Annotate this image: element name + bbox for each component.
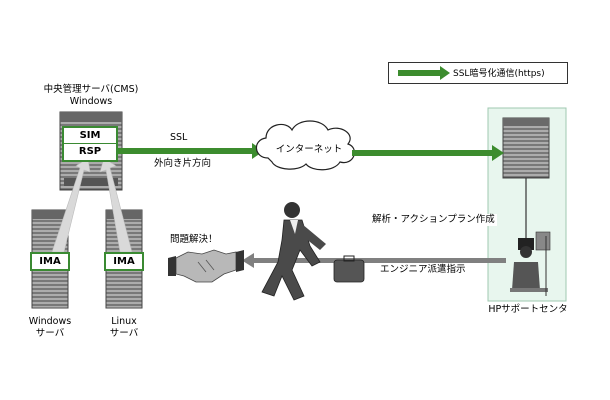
internet-to-hp-arrow bbox=[352, 145, 504, 161]
ima-to-cms-arrows bbox=[51, 157, 133, 253]
ssl-direction-label: 外向き片方向 bbox=[154, 158, 212, 169]
ssl-label: SSL bbox=[170, 132, 188, 143]
hp-center-label: HPサポートセンタ bbox=[488, 304, 568, 315]
rsp-label: RSP bbox=[78, 146, 102, 157]
handshake-icon bbox=[168, 249, 244, 283]
windows-ima-box: IMA bbox=[30, 252, 70, 271]
sim-label: SIM bbox=[64, 128, 116, 144]
cms-component-box bbox=[62, 126, 118, 162]
analysis-label: 解析・アクションプラン作成 bbox=[370, 214, 497, 226]
cms-title: 中央管理サーバ(CMS) bbox=[43, 84, 139, 95]
dispatch-label: エンジニア派遣指示 bbox=[380, 264, 466, 275]
ssl-arrow bbox=[118, 143, 264, 159]
linux-server-label: Linux bbox=[111, 316, 137, 327]
operator-icon bbox=[510, 231, 551, 296]
cms-os-label: Windows bbox=[69, 96, 113, 107]
internet-cloud-icon bbox=[255, 120, 356, 171]
legend-box bbox=[388, 62, 568, 84]
engineer-icon bbox=[261, 202, 365, 301]
internet-label: インターネット bbox=[275, 144, 343, 155]
legend-arrow-icon bbox=[398, 66, 450, 80]
windows-server-sublabel: サーバ bbox=[35, 328, 65, 339]
legend-label: SSL暗号化通信(https) bbox=[453, 69, 545, 79]
windows-server-label: Windows bbox=[28, 316, 72, 327]
resolution-label: 問題解決！ bbox=[170, 234, 218, 245]
hp-server-icon bbox=[502, 117, 550, 179]
linux-server-sublabel: サーバ bbox=[109, 328, 139, 339]
dispatch-arrow bbox=[242, 253, 506, 268]
linux-ima-box: IMA bbox=[104, 252, 144, 271]
